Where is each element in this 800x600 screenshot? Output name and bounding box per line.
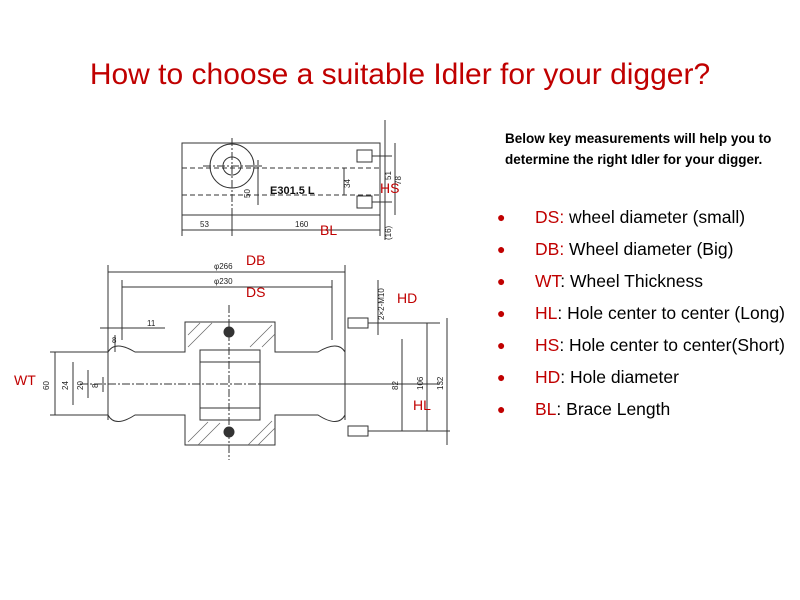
legend-item-hl: ●HL: Hole center to center (Long)	[497, 301, 797, 326]
label-db: DB	[246, 252, 266, 268]
wheel-hub	[199, 349, 261, 421]
dim-16: (16)	[384, 225, 393, 240]
bullet-icon: ●	[497, 369, 506, 385]
dim-11: 11	[147, 319, 156, 328]
intro-text: Below key measurements will help you to …	[505, 131, 772, 167]
brace-outline	[181, 142, 381, 216]
label-hl: HL	[413, 397, 431, 413]
dim-132: 132	[436, 376, 445, 390]
legend-item-hs: ●HS: Hole center to center(Short)	[497, 333, 797, 358]
dim-m10: 2×2-M10	[377, 288, 386, 320]
label-bl: BL	[320, 222, 338, 238]
dim-60: 60	[42, 381, 51, 390]
legend-item-hd: ●HD: Hole diameter	[497, 365, 797, 390]
dim-51: 51	[384, 171, 393, 180]
dim-106: 106	[416, 376, 425, 390]
part-number: E301.5 L	[270, 185, 315, 197]
bullet-icon: ●	[497, 209, 506, 225]
bullet-icon: ●	[497, 273, 506, 289]
bullet-icon: ●	[497, 241, 506, 257]
dim-53: 53	[200, 220, 209, 229]
bolt-top-2	[356, 195, 373, 209]
dim-160: 160	[295, 220, 309, 229]
wheel-top-profile	[107, 321, 346, 353]
dim-8-bottom: 8	[91, 383, 100, 388]
label-hs: HS	[380, 180, 400, 196]
dim-8-top: 8	[112, 336, 117, 345]
wheel-bottom-profile	[107, 414, 346, 446]
dim-phi230: φ230	[214, 277, 233, 286]
dim-phi266: φ266	[214, 262, 233, 271]
slide-title: How to choose a suitable Idler for your …	[89, 58, 711, 91]
legend-item-bl: ●BL: Brace Length	[497, 397, 797, 422]
dim-78: 78	[394, 176, 403, 185]
dim-34: 34	[343, 179, 352, 188]
bolt-top-1	[356, 149, 373, 163]
legend-item-ds: ●DS: wheel diameter (small)	[497, 205, 797, 230]
label-ds: DS	[246, 284, 266, 300]
label-wt: WT	[14, 372, 36, 388]
legend-item-db: ●DB: Wheel diameter (Big)	[497, 237, 797, 262]
bullet-icon: ●	[497, 337, 506, 353]
legend-item-wt: ●WT: Wheel Thickness	[497, 269, 797, 294]
dim-50: 50	[243, 189, 252, 198]
dim-20: 20	[76, 381, 85, 390]
label-hd: HD	[397, 290, 418, 306]
dim-24: 24	[61, 381, 70, 390]
dim-82: 82	[391, 381, 400, 390]
measurement-legend: ●DS: wheel diameter (small) ●DB: Wheel d…	[497, 205, 797, 429]
bullet-icon: ●	[497, 401, 506, 417]
bullet-icon: ●	[497, 305, 506, 321]
